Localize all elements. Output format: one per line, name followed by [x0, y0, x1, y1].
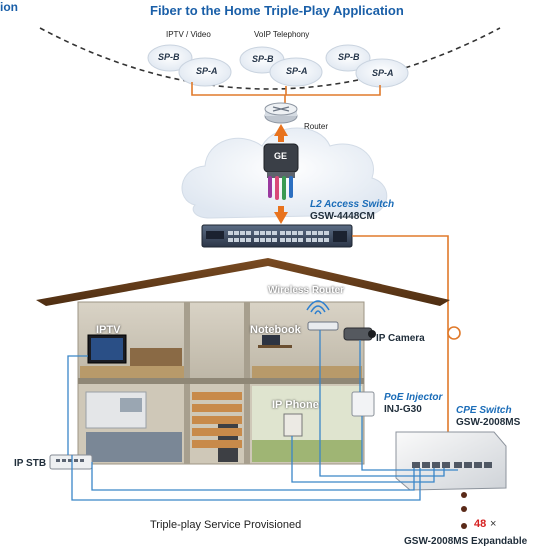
wireless-router-device [306, 300, 339, 331]
sp-cloud-group-2 [239, 46, 323, 87]
sp-b-label: SP-B [252, 54, 274, 64]
sp-a-label: SP-A [372, 68, 394, 78]
router-label: Router [304, 122, 329, 131]
sp-a-label: SP-A [196, 66, 218, 76]
expandable-count: 48 [474, 518, 487, 530]
expansion-dots [461, 492, 467, 529]
cpe-switch-device [395, 431, 507, 491]
ge-badge-label: GE [274, 151, 288, 161]
l2-access-switch-device [201, 224, 353, 248]
uplink-arrow [274, 124, 288, 224]
sp-to-router-links [191, 82, 381, 104]
poe-injector-model: INJ-G30 [384, 404, 422, 415]
ip-stb-label: IP STB [14, 458, 47, 469]
ge-cables [268, 176, 293, 200]
sp-cloud-group-3 [325, 44, 409, 88]
sp-b-label: SP-B [338, 52, 360, 62]
page-title: Fiber to the Home Triple-Play Applicatio… [150, 3, 404, 18]
ip-stb-device [49, 454, 93, 470]
house [36, 258, 450, 465]
service-label-iptv: IPTV / Video [166, 30, 211, 39]
l2-switch-model: GSW-4448CM [310, 211, 375, 222]
title-fragment: ion [0, 0, 18, 14]
sp-a-label: SP-A [286, 66, 308, 76]
lan-cables [67, 330, 458, 501]
poe-injector-role: PoE Injector [384, 392, 443, 403]
poe-injector-device [351, 391, 375, 417]
l2-switch-role: L2 Access Switch [310, 199, 395, 210]
sp-b-label: SP-B [158, 52, 180, 62]
ip-camera-label: IP Camera [376, 333, 425, 344]
expandable-times: × [490, 518, 497, 530]
expandable-model: GSW-2008MS Expandable [404, 536, 528, 547]
iptv-label: IPTV [96, 324, 121, 336]
cpe-switch-role: CPE Switch [456, 405, 512, 416]
fiber-link [352, 235, 449, 432]
wireless-router-label: Wireless Router [268, 285, 345, 296]
fiber-coupler [447, 326, 461, 340]
router-device [264, 102, 298, 124]
notebook-label: Notebook [250, 324, 301, 336]
cpe-switch-model: GSW-2008MS [456, 417, 521, 428]
ge-module [263, 143, 299, 178]
service-label-voip: VoIP Telephony [254, 30, 310, 39]
sp-cloud-group-1 [147, 44, 232, 87]
ip-phone-label: IP Phone [272, 399, 319, 411]
footer-caption: Triple-play Service Provisioned [150, 519, 302, 531]
ip-camera-device [343, 327, 376, 341]
